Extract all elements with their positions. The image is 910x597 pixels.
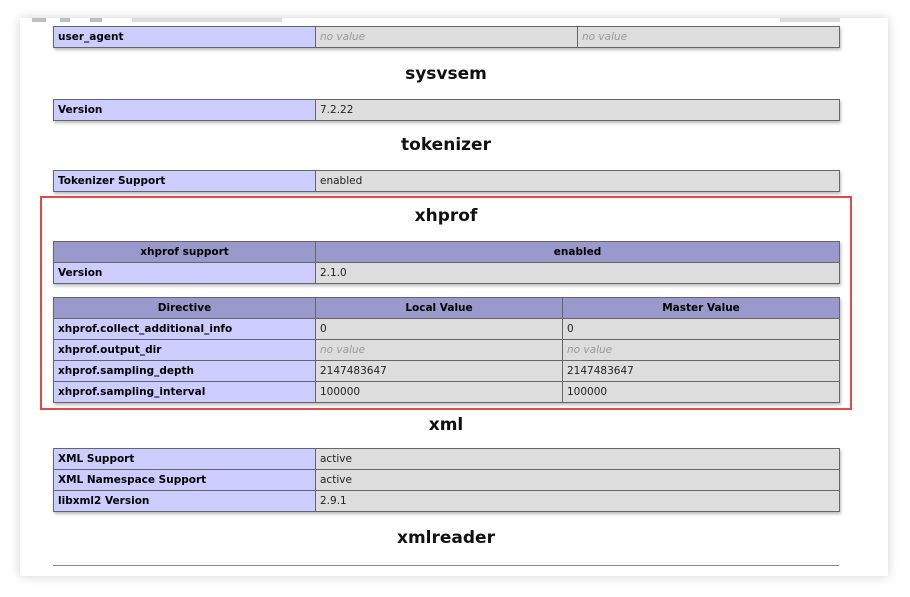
table-row: Version 2.1.0 [53,262,840,284]
cropped-table-edge [53,565,839,566]
directive-name: xhprof.output_dir [53,339,316,361]
support-header-name: xhprof support [53,241,316,263]
xhprof-directives-table: Directive Local Value Master Value xhpro… [53,297,840,403]
support-header-value: enabled [315,241,840,263]
directive-name: xhprof.sampling_depth [53,360,316,382]
table-row: Version 7.2.22 [53,99,840,121]
local-value: no value [315,339,563,361]
master-value: 2147483647 [562,360,840,382]
section-title-sysvsem: sysvsem [405,64,487,84]
info-value: 2.1.0 [315,262,840,284]
local-value: no value [315,26,578,48]
master-value: no value [577,26,840,48]
sysvsem-table: Version 7.2.22 [53,99,840,121]
section-title-xmlreader: xmlreader [397,528,495,548]
tokenizer-table: Tokenizer Support enabled [53,170,840,192]
local-value: 100000 [315,381,563,403]
info-value: 2.9.1 [315,490,840,512]
info-value: active [315,469,840,491]
table-header-row: Directive Local Value Master Value [53,297,840,319]
master-value: 100000 [562,381,840,403]
info-name: XML Support [53,448,316,470]
local-value: 0 [315,318,563,340]
xhprof-info-table: xhprof support enabled Version 2.1.0 [53,241,840,284]
info-value: 7.2.22 [315,99,840,121]
table-row: XML Namespace Support active [53,469,840,491]
info-name: Version [53,262,316,284]
table-header-row: xhprof support enabled [53,241,840,263]
info-name: Tokenizer Support [53,170,316,192]
master-value-column-header: Master Value [562,297,840,319]
info-value: active [315,448,840,470]
table-row: libxml2 Version 2.9.1 [53,490,840,512]
local-value-column-header: Local Value [315,297,563,319]
xml-table: XML Support active XML Namespace Support… [53,448,840,512]
directive-name: xhprof.sampling_interval [53,381,316,403]
phpinfo-content: user_agent no value no value sysvsem Ver… [53,26,840,548]
directive-name: user_agent [53,26,316,48]
info-name: XML Namespace Support [53,469,316,491]
cropped-top-strip [20,18,888,28]
table-row: xhprof.sampling_interval 100000 100000 [53,381,840,403]
previous-section-table: user_agent no value no value [53,26,840,48]
table-row: XML Support active [53,448,840,470]
info-value: enabled [315,170,840,192]
directive-column-header: Directive [53,297,316,319]
info-name: Version [53,99,316,121]
section-title-xhprof: xhprof [414,206,478,226]
local-value: 2147483647 [315,360,563,382]
section-title-xml: xml [428,415,464,435]
table-row: xhprof.output_dir no value no value [53,339,840,361]
screenshot-frame: user_agent no value no value sysvsem Ver… [20,18,888,576]
table-row: xhprof.sampling_depth 2147483647 2147483… [53,360,840,382]
table-row: user_agent no value no value [53,26,840,48]
table-row: Tokenizer Support enabled [53,170,840,192]
master-value: no value [562,339,840,361]
info-name: libxml2 Version [53,490,316,512]
directive-name: xhprof.collect_additional_info [53,318,316,340]
master-value: 0 [562,318,840,340]
table-row: xhprof.collect_additional_info 0 0 [53,318,840,340]
section-title-tokenizer: tokenizer [401,135,491,155]
